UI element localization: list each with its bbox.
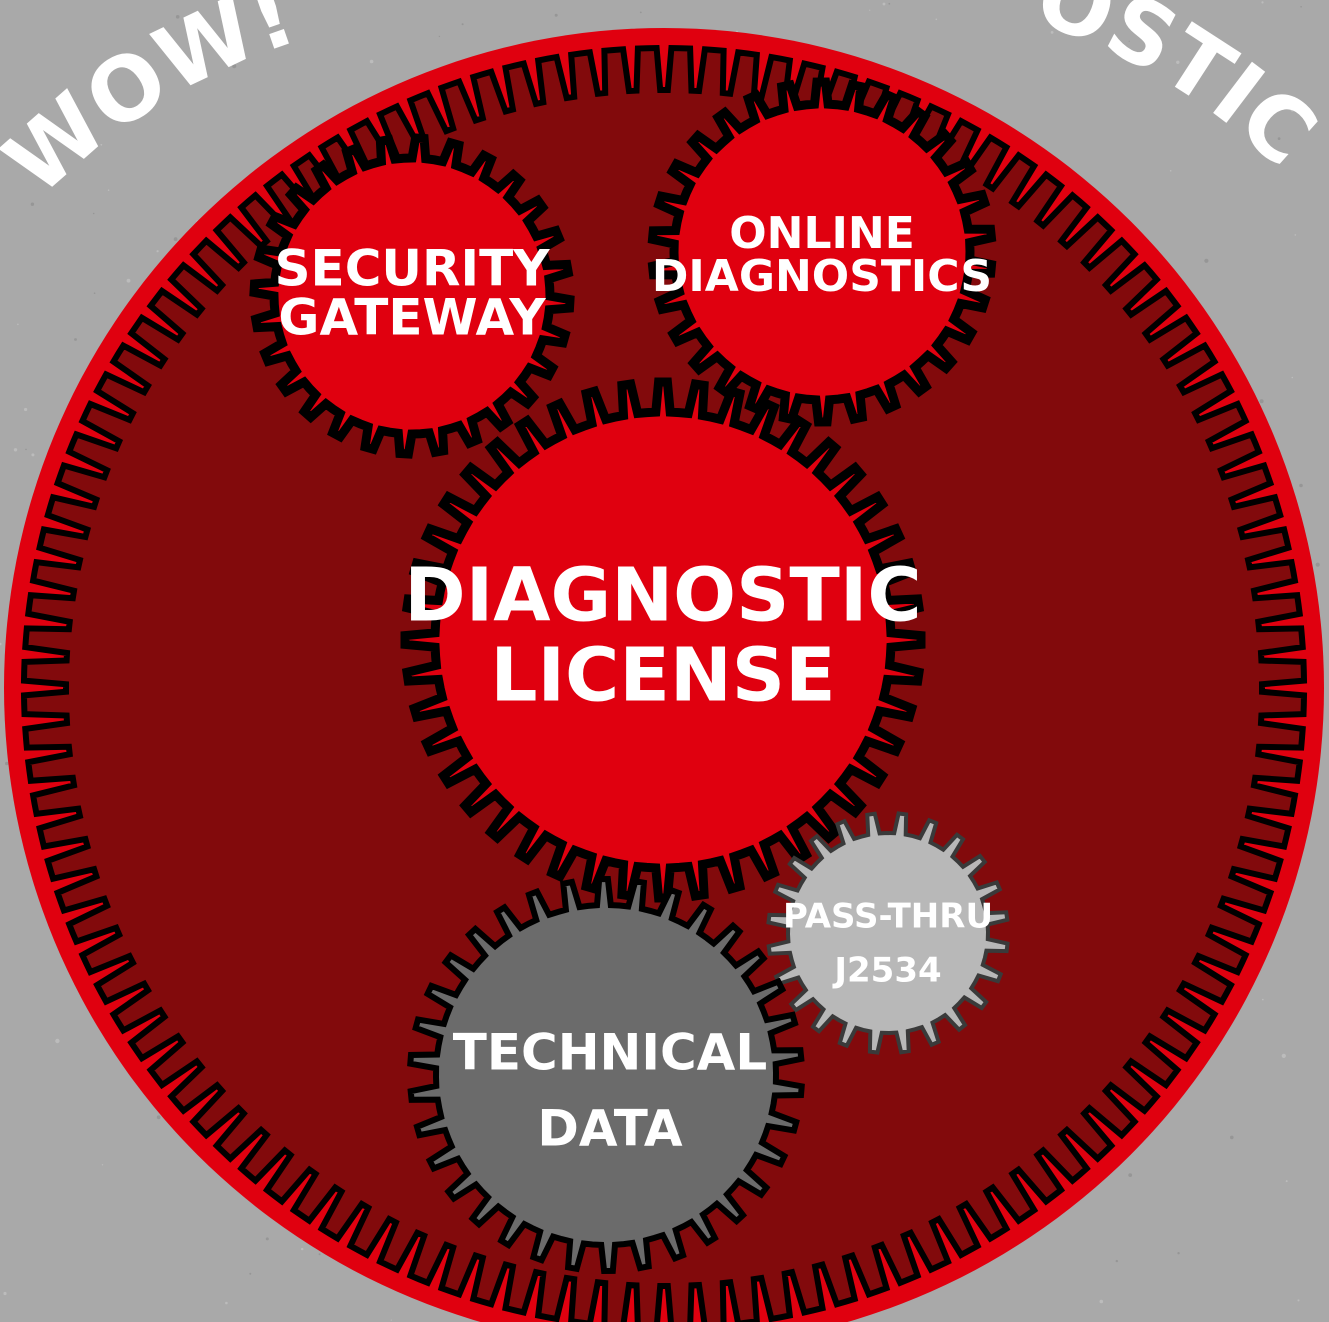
speckle [882,2,886,6]
speckle [1281,1053,1286,1058]
speckle [1297,1299,1300,1302]
speckle [438,35,441,38]
diagnostic-license-label-line2: LICENSE [490,633,835,719]
online-diagnostics-label-line1: ONLINE [729,208,915,259]
speckle [100,143,103,146]
technical-data-gear-shape [407,875,805,1275]
gear-security-gateway[interactable]: SECURITY GATEWAY [249,133,575,459]
speckle [888,2,891,5]
speckle [1050,31,1054,34]
speckle [17,323,19,326]
gear-technical-data[interactable]: TECHNICAL DATA [407,875,805,1275]
technical-data-label-line1: TECHNICAL [453,1024,768,1082]
speckle [3,1291,7,1296]
speckle [639,11,642,14]
speckle [101,1164,104,1166]
speckle [1115,1259,1119,1263]
online-diagnostics-label-line2: DIAGNOSTICS [652,251,992,302]
speckle [1294,234,1297,236]
speckle [1176,60,1180,64]
diagnostic-license-label-line1: DIAGNOSTIC [404,553,921,639]
speckle [13,448,18,452]
speckle [1230,1135,1234,1140]
speckle [1099,1299,1104,1304]
speckle [25,448,27,451]
security-gateway-gear-shape [249,133,575,459]
speckle [0,642,2,646]
speckle [1204,258,1209,263]
speckle [1315,562,1320,567]
technical-data-label-line2: DATA [537,1100,683,1158]
pass-thru-gear-shape [766,811,1010,1055]
speckle [1277,137,1281,141]
speckle [126,278,131,283]
pass-thru-label-line2: J2534 [832,951,941,991]
speckle [93,292,96,295]
online-diagnostics-gear-shape [647,77,997,427]
speckle [74,338,77,341]
speckle [24,407,28,412]
speckle [55,1038,60,1044]
speckle [1285,1180,1288,1183]
speckle [107,189,110,191]
speckle [30,202,35,206]
speckle [1177,1252,1180,1255]
speckle [175,14,180,19]
gear-diagnostic-license[interactable]: DIAGNOSTIC LICENSE [400,377,926,903]
speckle [5,761,9,766]
speckle [301,1247,304,1251]
gear-online-diagnostics[interactable]: ONLINE DIAGNOSTICS [647,77,997,427]
speckle [1300,6,1302,8]
speckle [1262,998,1264,1001]
speckle [223,48,225,51]
speckle [156,1115,161,1120]
speckle [318,1253,321,1256]
speckle [220,2,225,6]
speckle [935,18,938,21]
speckle [461,23,464,26]
speckle [1128,1173,1133,1177]
speckle [1261,1,1264,4]
speckle [225,1301,228,1305]
speckle [173,237,178,242]
speckle [1299,483,1303,488]
speckle [1169,170,1172,172]
speckle [369,59,374,64]
pass-thru-label-line1: PASS-THRU [783,897,993,937]
speckle [1128,40,1130,42]
speckle [232,64,237,69]
speckle [92,212,95,215]
speckle [390,1319,392,1321]
speckle [1291,376,1294,379]
security-gateway-label-line2: GATEWAY [278,289,546,347]
gear-pass-thru-j2534[interactable]: PASS-THRU J2534 [766,811,1010,1055]
speckle [1259,399,1264,404]
diagnostic-license-gear-shape [400,377,926,903]
speckle [249,1272,252,1275]
speckle [554,13,558,17]
speckle [156,250,159,253]
speckle [31,453,35,457]
speckle [1290,107,1295,112]
speckle [265,1237,269,1241]
security-gateway-label-line1: SECURITY [275,240,551,298]
speckle [869,9,871,11]
